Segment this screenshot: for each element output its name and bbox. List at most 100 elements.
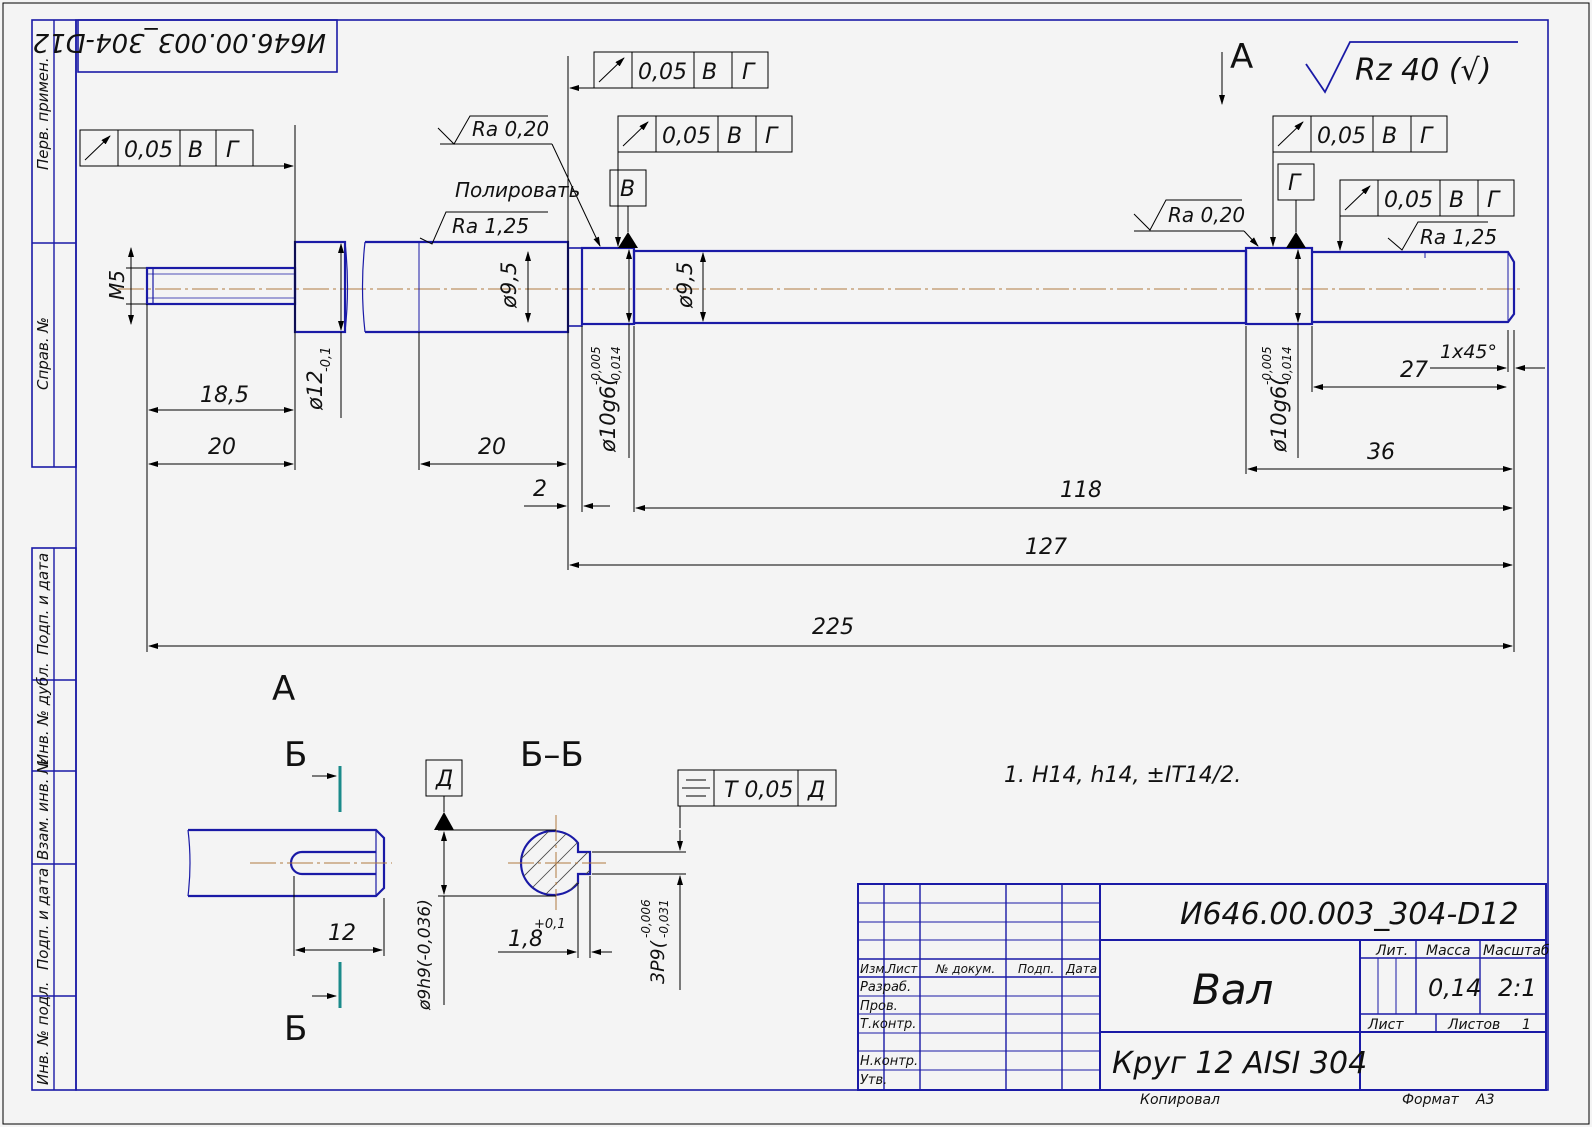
svg-text:Д: Д [435, 767, 453, 792]
svg-text:Разраб.: Разраб. [860, 980, 911, 995]
dim-d95a-label: ø9,5 [497, 262, 521, 309]
extension-lines [126, 56, 1515, 652]
dim-20b-label: 20 [478, 435, 506, 460]
svg-text:Г: Г [1487, 188, 1501, 213]
dim-d95b-label: ø9,5 [673, 262, 697, 309]
dim-225-label: 225 [812, 615, 854, 640]
svg-text:Г: Г [1420, 124, 1434, 149]
side-label-perv: Перв. примен. [34, 57, 52, 170]
view-a-title: А [272, 669, 295, 709]
svg-text:Г: Г [742, 60, 756, 85]
runout-icon [84, 135, 111, 161]
stamp-mass: 0,14 [1428, 974, 1481, 1002]
svg-text:0,05: 0,05 [638, 60, 687, 85]
top-code: И646.00.003_304-D12 [33, 27, 326, 57]
svg-text:0,05: 0,05 [1384, 188, 1433, 213]
svg-text:Дата: Дата [1065, 962, 1097, 976]
top-code-box: И646.00.003_304-D12 [33, 19, 338, 73]
roughness-polish: Полировать [455, 178, 580, 202]
roughness-ra020-a: Ra 0,20 [472, 117, 549, 141]
dim-d10b-tol-up: -0,005 [1260, 346, 1274, 385]
roughness-general: Rz 40 (√) [1355, 53, 1491, 88]
dim-d9h9-label: ø9h9(-0,036) [415, 899, 435, 1011]
svg-text:Масса: Масса [1426, 943, 1471, 959]
symmetry-frame: T 0,05 Д [677, 769, 837, 828]
tolerance-frame-1: 0,05 В Г [79, 129, 294, 169]
svg-text:0,05: 0,05 [662, 124, 711, 149]
svg-text:1: 1 [1522, 1017, 1531, 1033]
svg-text:В: В [727, 124, 742, 149]
svg-text:Д: Д [807, 778, 825, 803]
roughness-ra125-b: Ra 1,25 [1420, 225, 1497, 249]
svg-text:Масштаб: Масштаб [1483, 943, 1550, 959]
svg-text:В: В [1449, 188, 1464, 213]
datum-b: В [609, 169, 647, 248]
datum-triangle-icon [1286, 232, 1306, 248]
dim-12-label: 12 [328, 921, 356, 946]
stamp-part-name: Вал [1192, 965, 1273, 1014]
dim-3p9-low: -0,031 [657, 899, 671, 938]
dim-127-label: 127 [1025, 535, 1067, 560]
side-panel: Перв. примен. Справ. № Подп. и дата Инв.… [31, 19, 77, 1091]
side-label-podp2: Подп. и дата [34, 868, 52, 970]
datum-triangle-icon [618, 232, 638, 248]
dim-3p9-up: -0,006 [639, 899, 653, 938]
right-end [1312, 250, 1516, 324]
tolerance-frame-4: 0,05 В Г [1270, 115, 1448, 247]
roughness-ra125-a: Ra 1,25 [452, 214, 529, 238]
roughness-symbols: Rz 40 (√) Ra 0,20 Полировать Ra 1,25 Ra … [419, 41, 1518, 251]
dimension-texts: M5 18,5 20 20 2 118 127 225 36 27 1x45° … [105, 262, 1497, 640]
runout-icon [1344, 185, 1371, 211]
long-shaft [632, 249, 1248, 325]
technical-note: 1. H14, h14, ±IT14/2. [1004, 763, 1241, 788]
dim-d12-tol: -0,1 [319, 347, 334, 372]
dim-36-label: 36 [1367, 440, 1395, 465]
dim-3p9-label: 3P9( [647, 939, 669, 984]
tolerance-frame-3: 0,05 В Г [615, 115, 793, 247]
dim-118-label: 118 [1060, 478, 1102, 503]
svg-text:Утв.: Утв. [860, 1073, 887, 1088]
svg-text:0,05: 0,05 [124, 138, 173, 163]
dim-d10a-tol-up: -0,005 [589, 346, 603, 385]
dim-chamfer-label: 1x45° [1440, 341, 1497, 363]
dim-18-tol: +0,1 [534, 917, 566, 932]
dim-d12-label: ø12 [303, 370, 327, 411]
svg-text:0,05: 0,05 [1317, 124, 1366, 149]
svg-text:Изм.: Изм. [860, 962, 888, 976]
dim-27-label: 27 [1400, 358, 1428, 383]
dim-d10a-label: ø10g6( [596, 377, 620, 453]
svg-text:В: В [620, 177, 635, 202]
dim-d10a-tol-low: -0,014 [609, 346, 623, 385]
stamp-material: Круг 12 AISI 304 [1112, 1046, 1367, 1081]
svg-text:№ докум.: № докум. [935, 962, 995, 976]
view-a-indicator: А [1219, 37, 1253, 105]
stamp-scale: 2:1 [1498, 974, 1537, 1002]
view-a-detail: 12 [187, 828, 392, 956]
format-label: Формат [1402, 1092, 1460, 1108]
roughness-ra020-b: Ra 0,20 [1168, 203, 1245, 227]
svg-text:T 0,05: T 0,05 [724, 778, 793, 803]
section-bb: ø9h9(-0,036) 1,8 +0,1 3P9( -0,006 -0,031 [415, 815, 686, 1011]
svg-text:В: В [188, 138, 203, 163]
title-block: Изм. Лист № докум. Подп. Дата Разраб. Пр… [857, 883, 1550, 1091]
side-label-inv-podl: Инв. № подл. [34, 982, 52, 1085]
svg-text:Лит.: Лит. [1375, 943, 1408, 959]
svg-text:Г: Г [226, 138, 240, 163]
roughness-general-icon [1305, 41, 1518, 94]
format-value: A3 [1475, 1092, 1494, 1108]
section-b-bottom: Б [284, 1009, 307, 1049]
thread-section [145, 266, 297, 306]
runout-icon [622, 121, 649, 147]
collar-d12 [293, 240, 347, 334]
runout-icon [1277, 121, 1304, 147]
svg-text:Г: Г [765, 124, 779, 149]
datum-g: Г [1277, 163, 1315, 248]
svg-text:Н.контр.: Н.контр. [860, 1054, 918, 1069]
svg-text:В: В [1382, 124, 1397, 149]
dim-d10b-tol-low: -0,014 [1280, 346, 1294, 385]
section-b-top: Б [284, 735, 307, 775]
svg-text:Г: Г [1288, 171, 1302, 196]
stamp-designation: И646.00.003_304-D12 [1180, 897, 1519, 932]
bearing-seat-1 [580, 246, 636, 326]
dim-d10b-label: ø10g6( [1267, 377, 1291, 453]
